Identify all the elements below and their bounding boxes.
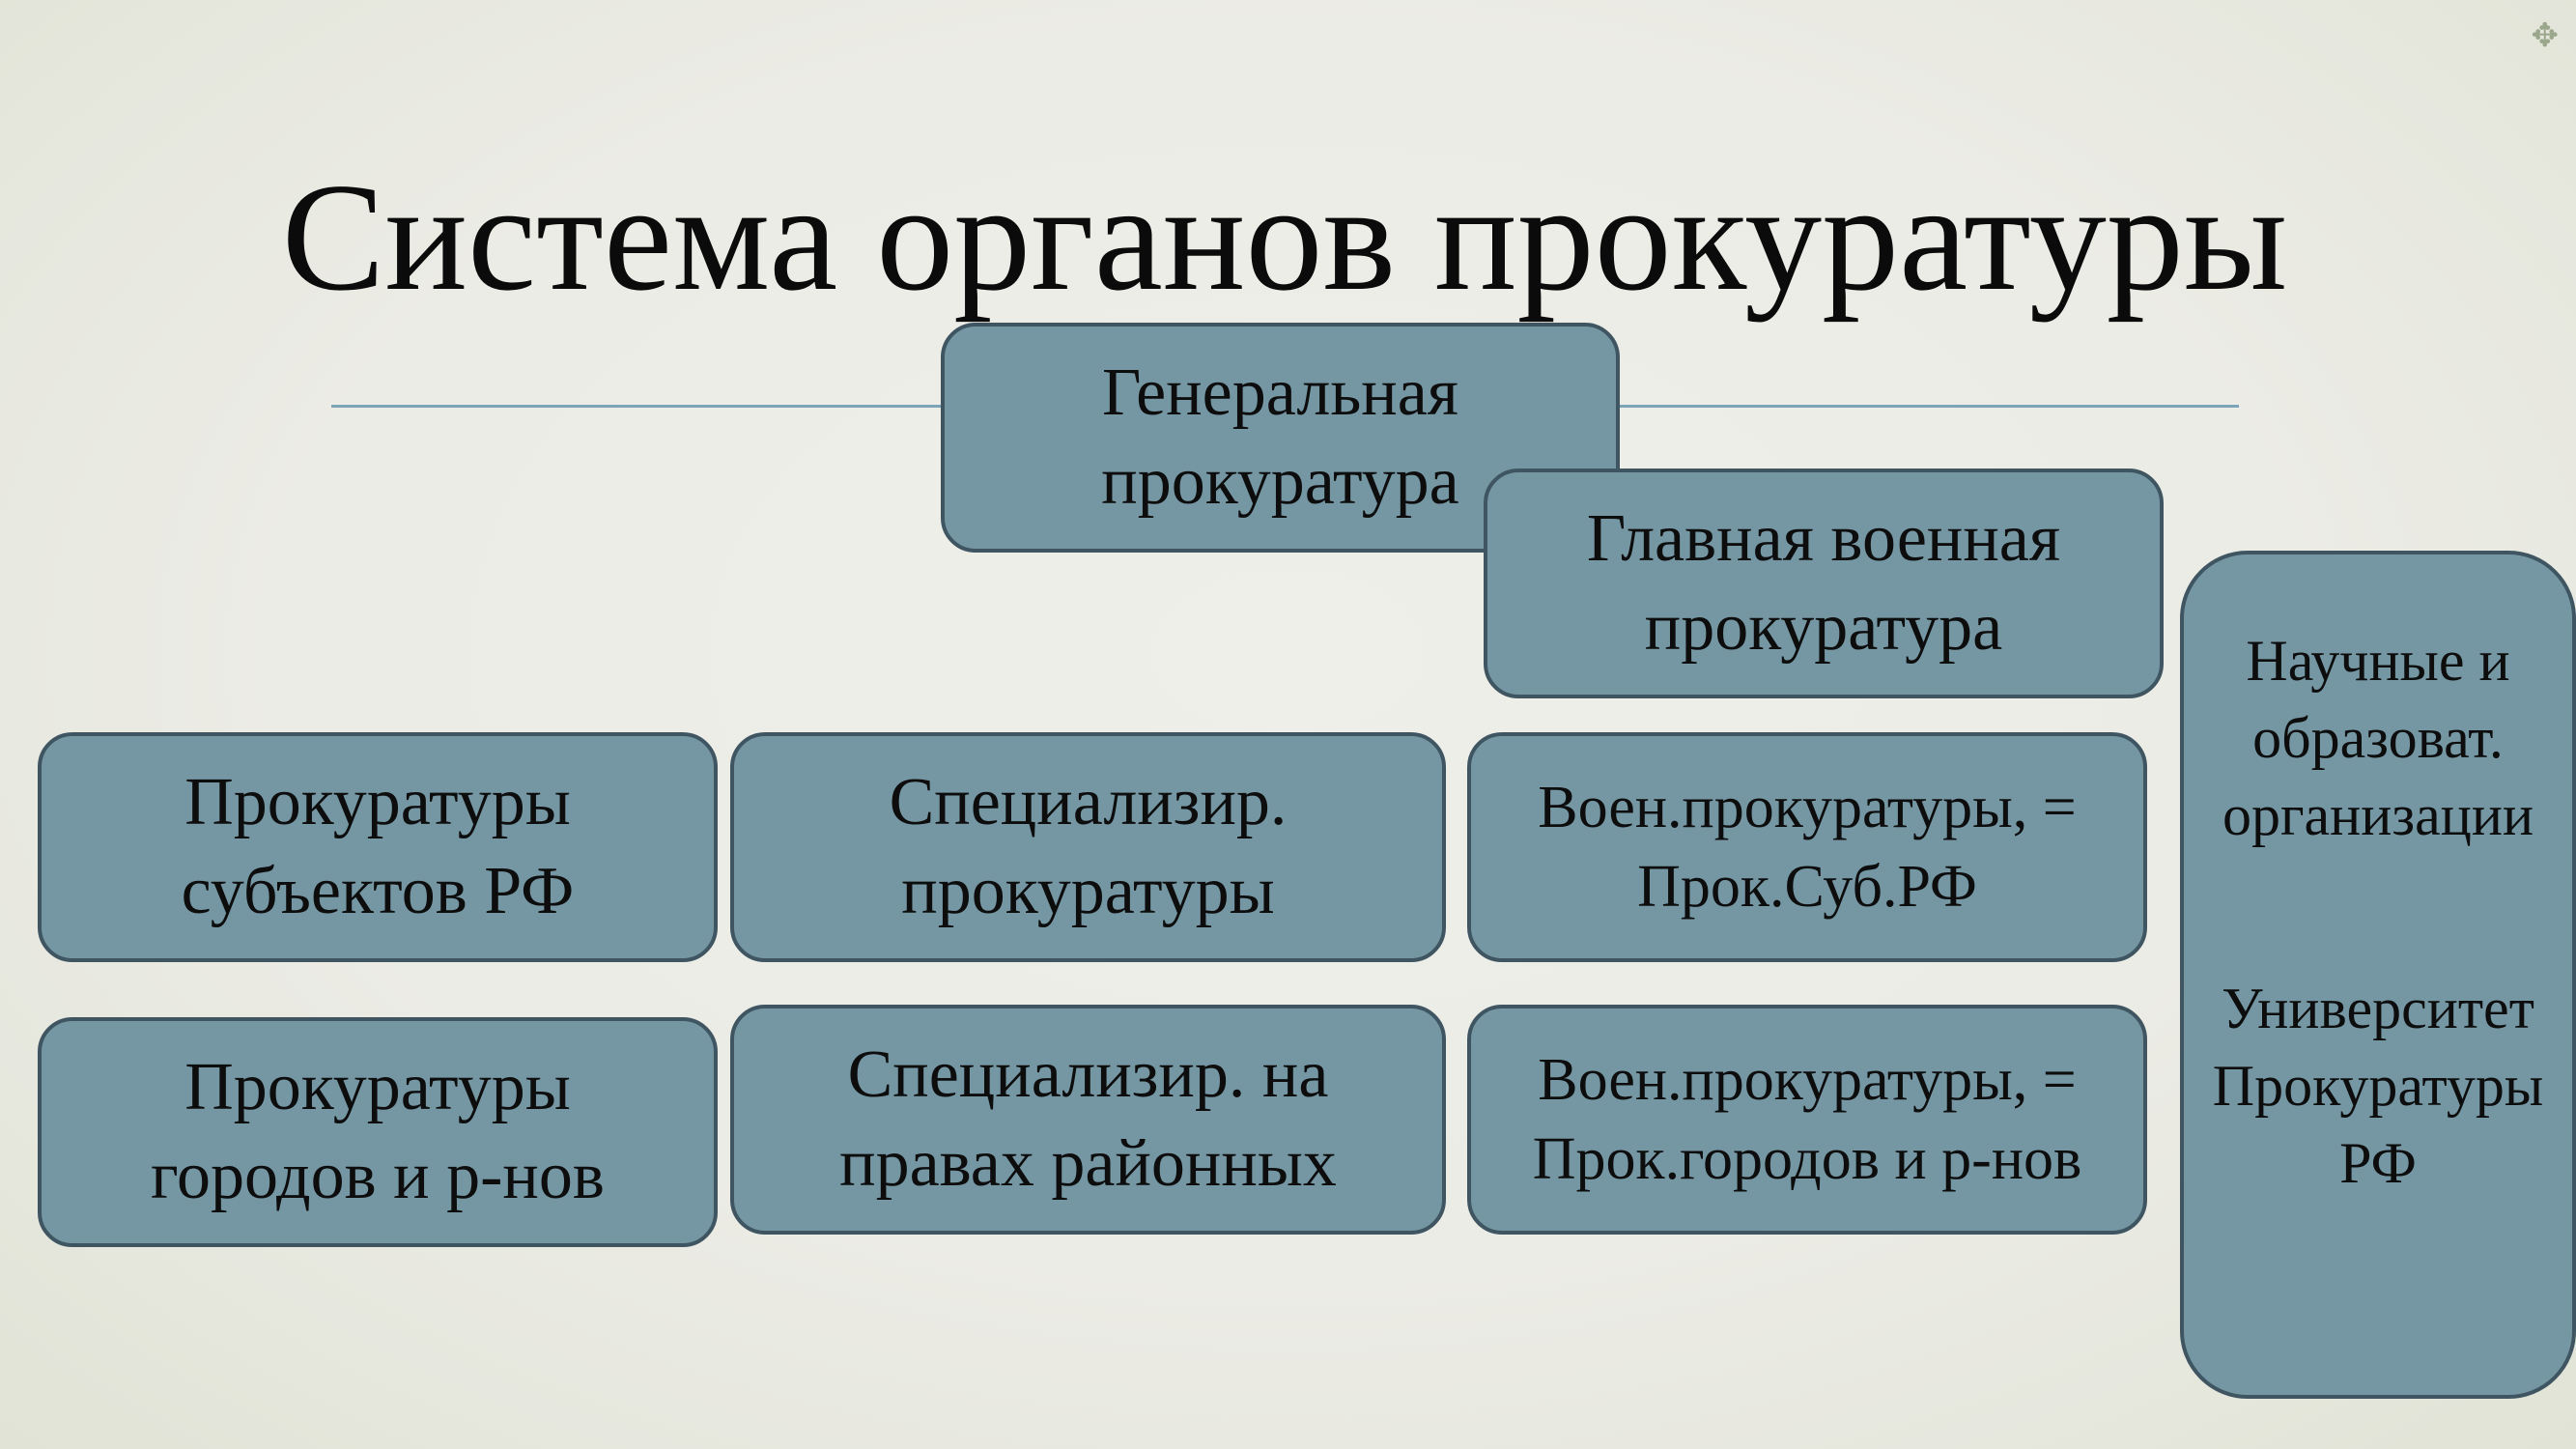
- box-city-district-prosecutors-label: Прокуратуры городов и р-нов: [151, 1050, 605, 1213]
- box-general-prosecutor-label: Генеральная прокуратура: [1101, 355, 1459, 519]
- box-military-subject-level: Воен.прокуратуры, = Прок.Суб.РФ: [1467, 732, 2147, 962]
- box-university-label: Университет Прокуратуры РФ: [2212, 977, 2544, 1195]
- box-subject-prosecutors-label: Прокуратуры субъектов РФ: [181, 765, 575, 928]
- box-military-subject-level-label: Воен.прокуратуры, = Прок.Суб.РФ: [1538, 775, 2077, 920]
- box-main-military-prosecutor-label: Главная военная прокуратура: [1586, 501, 2061, 665]
- box-city-district-prosecutors: Прокуратуры городов и р-нов: [38, 1017, 718, 1247]
- slide-title: Система органов прокуратуры: [281, 151, 2288, 323]
- box-specialized-district-level-label: Специализир. на правах районных: [839, 1037, 1337, 1201]
- box-subject-prosecutors: Прокуратуры субъектов РФ: [38, 732, 718, 962]
- box-military-city-level: Воен.прокуратуры, = Прок.городов и р-нов: [1467, 1005, 2147, 1235]
- box-main-military-prosecutor: Главная военная прокуратура: [1484, 469, 2164, 698]
- box-scientific-educational: Научные и образоват. организации Универс…: [2180, 551, 2576, 1399]
- box-scientific-educational-label: Научные и образоват. организации: [2222, 629, 2534, 847]
- box-military-city-level-label: Воен.прокуратуры, = Прок.городов и р-нов: [1532, 1047, 2082, 1192]
- box-specialized-prosecutors-label: Специализир. прокуратуры: [889, 765, 1288, 928]
- four-point-star-icon: ✥: [2531, 16, 2560, 55]
- box-specialized-district-level: Специализир. на правах районных: [730, 1005, 1446, 1235]
- box-specialized-prosecutors: Специализир. прокуратуры: [730, 732, 1446, 962]
